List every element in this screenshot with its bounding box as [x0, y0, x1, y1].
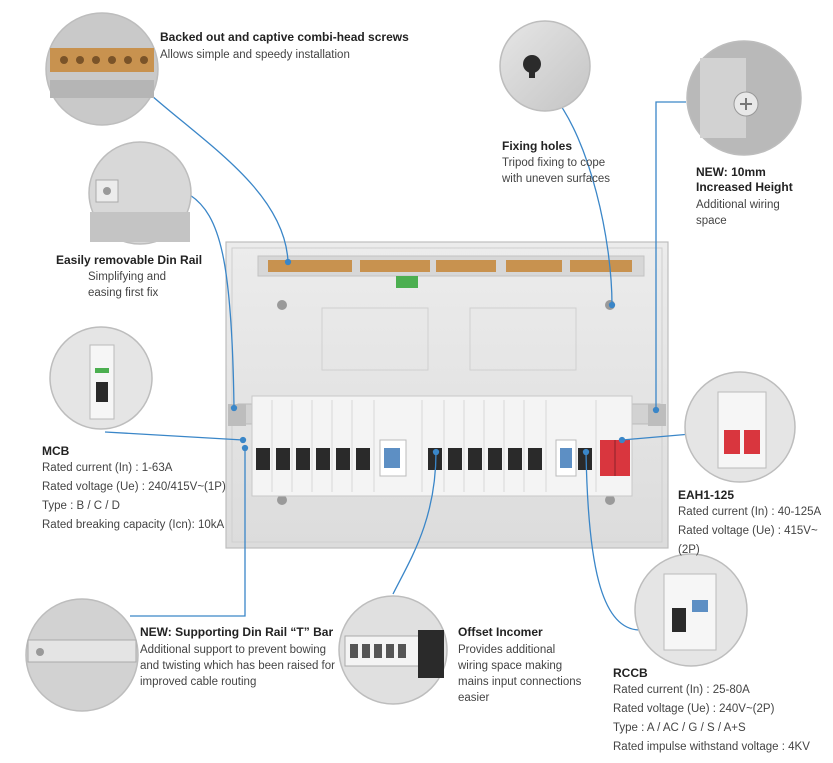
eah-spec-1: Rated current (In) : 40-125A — [678, 506, 822, 518]
rccb-spec-2: Rated voltage (Ue) : 240V~(2P) — [613, 703, 775, 715]
rccb-spec-4: Rated impulse withstand voltage : 4KV — [613, 741, 810, 753]
rccb-title: RCCB — [613, 666, 648, 680]
earth-terminal — [396, 276, 418, 288]
height-title-2: Increased Height — [696, 180, 793, 194]
fixing-title: Fixing holes — [502, 139, 573, 153]
tbar-title: NEW: Supporting Din Rail “T” Bar — [140, 625, 334, 639]
dinrail-desc-2: easing first fix — [88, 287, 159, 299]
inset-screws — [45, 12, 159, 126]
incomer-title: Offset Incomer — [458, 625, 543, 639]
terminal-screws-row — [268, 260, 632, 272]
leader-lines — [104, 87, 715, 631]
eah-spec-2: Rated voltage (Ue) : 415V~(2P) — [678, 525, 818, 556]
fixing-line-1: Tripod fixing to cope — [502, 157, 606, 169]
breaker-row — [251, 395, 633, 497]
screws-desc: Allows simple and speedy installation — [160, 49, 350, 61]
inset-din-rail — [88, 141, 192, 245]
eah-title: EAH1-125 — [678, 488, 735, 502]
inset-tbar — [25, 598, 139, 712]
incomer-line-3: mains input connections — [458, 676, 582, 688]
mcb-spec-1: Rated current (In) : 1-63A — [42, 462, 173, 474]
inset-rccb — [634, 553, 748, 667]
inset-incomer — [338, 595, 448, 705]
consumer-unit-enclosure — [225, 241, 669, 549]
height-desc-1: Additional wiring — [696, 199, 780, 211]
inset-fixing-hole — [499, 20, 591, 112]
mcb-spec-4: Rated breaking capacity (Icn): 10kA — [42, 519, 225, 531]
incomer-line-2: wiring space making — [458, 660, 563, 672]
mcb-spec-2: Rated voltage (Ue) : 240/415V~(1P) — [42, 481, 226, 493]
tbar-line-2: and twisting which has been raised for — [140, 660, 335, 672]
inset-height — [686, 40, 802, 156]
rccb-spec-1: Rated current (In) : 25-80A — [613, 684, 750, 696]
dinrail-desc-1: Simplifying and — [88, 271, 166, 283]
screws-title: Backed out and captive combi-head screws — [160, 30, 409, 44]
fixing-line-2: with uneven surfaces — [502, 173, 611, 185]
mcb-spec-3: Type : B / C / D — [42, 500, 120, 512]
height-desc-2: space — [696, 215, 727, 227]
tbar-line-1: Additional support to prevent bowing — [140, 644, 327, 656]
rccb-spec-3: Type : A / AC / G / S / A+S — [613, 722, 746, 734]
inset-eah — [684, 371, 796, 483]
dinrail-title: Easily removable Din Rail — [56, 253, 203, 267]
inset-mcb — [49, 326, 153, 430]
height-title-1: NEW: 10mm — [696, 165, 766, 179]
incomer-line-1: Provides additional — [458, 644, 556, 656]
mcb-title: MCB — [42, 444, 70, 458]
tbar-line-3: improved cable routing — [140, 676, 257, 688]
incomer-line-4: easier — [458, 692, 490, 704]
